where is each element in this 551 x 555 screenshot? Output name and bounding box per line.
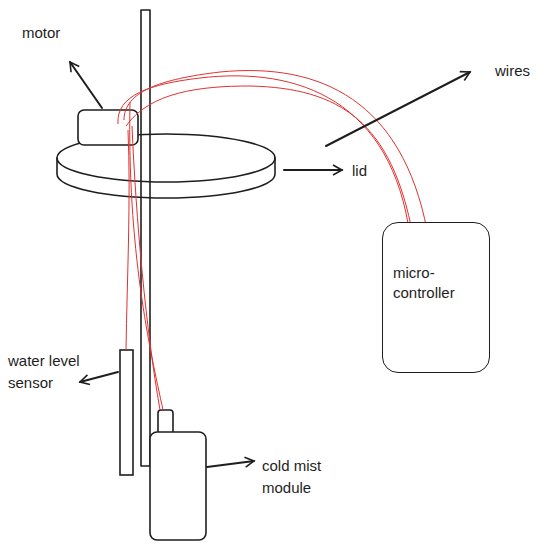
lid-side	[57, 158, 275, 198]
controller-box: micro- controller	[382, 222, 490, 373]
motor-leader	[70, 62, 102, 108]
water-level-sensor	[120, 350, 133, 475]
rod	[141, 10, 150, 466]
node-text: micro- controller	[393, 263, 455, 304]
lid-leader	[284, 169, 342, 171]
wires-leader	[326, 72, 470, 146]
part-label: water level sensor	[8, 350, 88, 394]
part-label: cold mist module	[262, 455, 347, 499]
mist-leader	[207, 461, 254, 467]
part-label: wires	[495, 60, 530, 82]
part-label: lid	[352, 160, 367, 182]
motor-box	[78, 110, 138, 145]
cold-mist-module	[150, 432, 206, 540]
part-label: motor	[22, 22, 60, 44]
wires	[118, 71, 427, 410]
mist-nozzle	[158, 410, 173, 434]
sensor-leader	[80, 372, 118, 382]
